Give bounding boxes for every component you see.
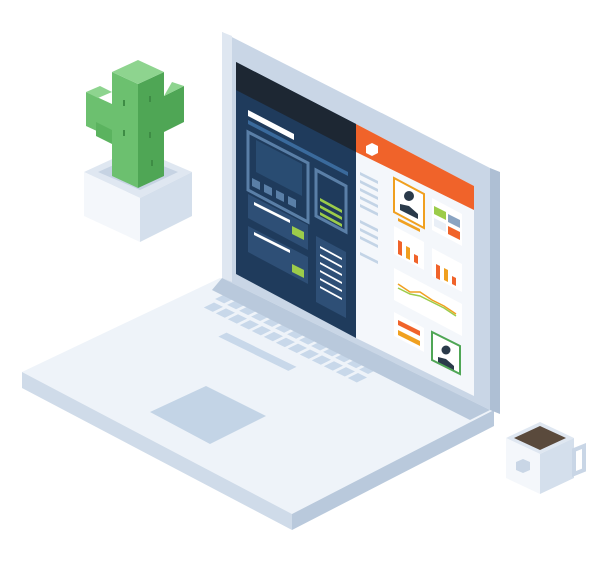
mug-right-face <box>540 438 574 494</box>
coffee-mug <box>506 422 586 494</box>
editor-card-1-badge <box>292 226 304 240</box>
editor-thumbnails <box>252 178 296 208</box>
editor-title-bar <box>248 110 294 140</box>
keyboard-key <box>227 314 247 324</box>
keyboard-key <box>287 343 307 354</box>
dashboard-header <box>356 124 474 210</box>
keyboard-key <box>263 331 283 342</box>
keyboard-key <box>335 367 355 377</box>
potted-cactus <box>84 60 192 242</box>
keyboard-key <box>299 349 319 359</box>
user-avatar-icon <box>400 191 418 219</box>
color-swatches <box>432 198 462 246</box>
keyboard-key <box>239 320 259 330</box>
bar-chart-widget-2 <box>432 248 462 292</box>
keyboard-key <box>311 355 331 365</box>
cactus-arm-right <box>164 86 184 132</box>
editor-card-2-line <box>254 232 290 253</box>
laptop-lid-side <box>490 168 500 414</box>
keyboard-key <box>275 337 295 348</box>
cactus-stem-right <box>138 72 164 188</box>
trackpad <box>150 386 266 444</box>
cactus-arm-left <box>86 92 112 138</box>
laptop-base-front <box>22 372 292 530</box>
cactus-arm-right-top <box>164 82 184 96</box>
dashboard-sidebar <box>360 172 378 264</box>
keyboard-key <box>347 373 367 383</box>
profile-card <box>393 176 425 232</box>
pot-right-face <box>140 172 192 242</box>
hexagon-logo-icon <box>366 143 378 156</box>
cactus-arm-left-link <box>96 122 112 144</box>
laptop <box>22 32 500 530</box>
editor-preview-screen <box>256 140 302 196</box>
keyboard-key <box>251 325 271 336</box>
screen <box>236 62 474 396</box>
cactus-spines <box>123 96 153 166</box>
spacebar-key <box>218 332 297 371</box>
keyboard-key <box>203 302 223 312</box>
mug-handle <box>572 443 586 477</box>
editor-card-2-badge <box>292 264 304 278</box>
editor-preview-frame <box>246 129 310 225</box>
laptop-base-side <box>292 410 494 530</box>
bar-chart-widget-3 <box>394 312 424 352</box>
screen-left-header <box>236 62 356 152</box>
line-chart-widget <box>394 268 462 336</box>
bar-chart-widget-1 <box>394 226 424 270</box>
editor-card-1-line <box>254 202 290 223</box>
editor-code-lines <box>320 246 342 300</box>
editor-side-frame <box>314 167 348 235</box>
cactus-arm-left-top <box>86 86 112 98</box>
pot-left-face <box>84 172 140 242</box>
keyboard-key <box>323 361 343 371</box>
mug-logo-icon <box>516 459 530 473</box>
laptop-lid-edge <box>222 32 232 282</box>
cactus-stem-top <box>112 60 164 84</box>
laptop-hinge <box>212 278 490 420</box>
editor-side-lines <box>320 198 342 227</box>
laptop-base-top <box>22 278 494 514</box>
profile-card-2 <box>431 330 461 376</box>
editor-accent-line <box>248 120 348 176</box>
mug-coffee <box>514 426 566 450</box>
keyboard-key <box>215 308 235 318</box>
